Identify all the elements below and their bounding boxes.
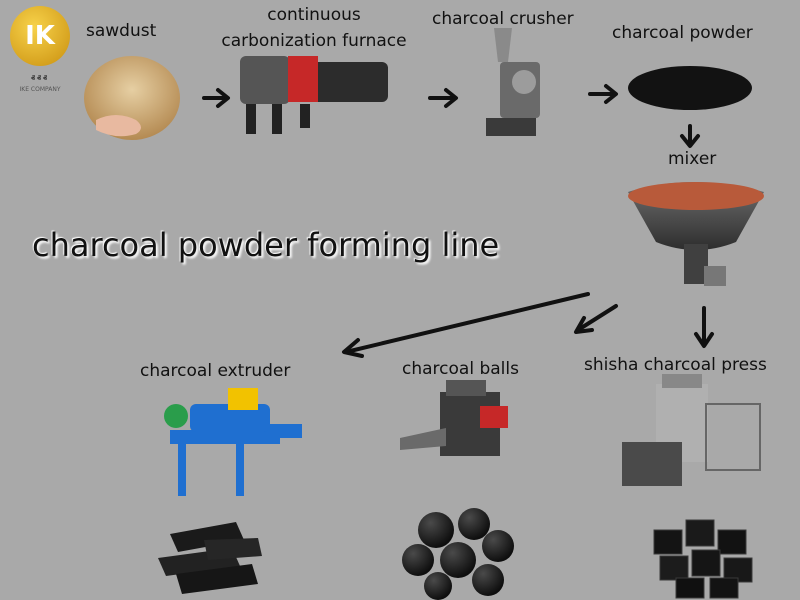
- sawdust-image: [84, 56, 180, 140]
- arrow-mixer-to-balls: [574, 304, 618, 334]
- arrow-mixer-to-extruder: [342, 292, 590, 358]
- logo-emblem: IK: [10, 6, 70, 66]
- powder-image: [628, 66, 752, 110]
- company-logo: IK ⱏⱏⱏ IKE COMPANY: [4, 2, 76, 98]
- charcoal-sticks-image: [158, 522, 262, 594]
- label-crusher: charcoal crusher: [432, 9, 574, 29]
- label-furnace-line2: carbonization furnace: [221, 31, 407, 51]
- label-press: shisha charcoal press: [584, 355, 767, 375]
- furnace-image: [240, 56, 388, 134]
- shisha-press-image: [622, 374, 761, 486]
- arrow-sawdust-to-furnace: [202, 88, 230, 108]
- label-powder: charcoal powder: [612, 23, 753, 43]
- ball-press-image: [400, 380, 508, 456]
- logo-company: IKE COMPANY: [19, 86, 61, 93]
- arrow-furnace-to-crusher: [428, 88, 458, 108]
- extruder-image: [164, 388, 302, 496]
- label-balls: charcoal balls: [402, 359, 519, 379]
- crusher-image: [486, 28, 540, 136]
- logo-wordmark: ⱏⱏⱏ: [31, 74, 49, 83]
- arrow-mixer-to-press: [694, 306, 714, 348]
- arrow-powder-to-mixer: [680, 124, 700, 148]
- arrow-crusher-to-powder: [588, 84, 618, 104]
- label-mixer: mixer: [668, 149, 717, 169]
- diagram-title: charcoal powder forming line: [32, 226, 500, 264]
- charcoal-balls-image: [402, 508, 514, 600]
- mixer-image: [628, 182, 764, 286]
- charcoal-cubes-image: [653, 519, 753, 599]
- label-sawdust: sawdust: [86, 21, 157, 41]
- label-furnace-line1: continuous: [267, 5, 361, 25]
- label-furnace: continuous carbonization furnace: [204, 2, 424, 54]
- label-extruder: charcoal extruder: [140, 361, 291, 381]
